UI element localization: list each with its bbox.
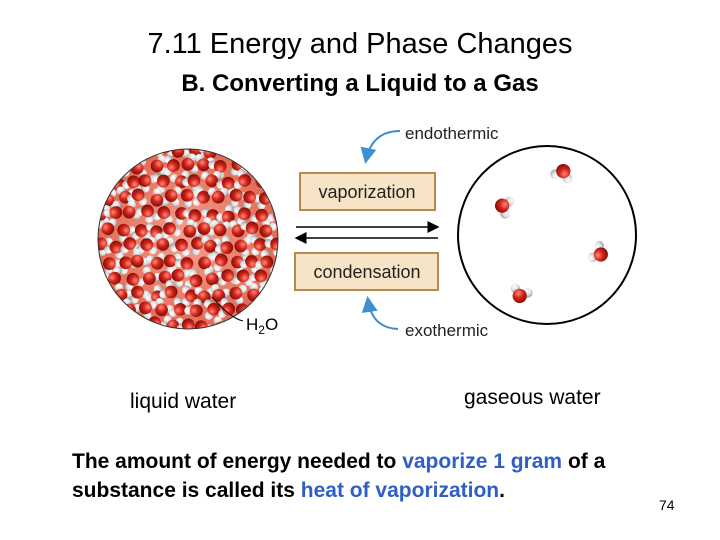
endothermic-label: endothermic <box>405 124 499 143</box>
liquid-molecules <box>98 149 278 329</box>
gaseous-water-circle <box>457 145 637 325</box>
slide-title: 7.11 Energy and Phase Changes <box>147 28 573 60</box>
highlight-heat-of-vaporization: heat of vaporization <box>300 479 500 502</box>
water-molecule <box>104 149 125 159</box>
gaseous-water-caption: gaseous water <box>464 386 601 409</box>
water-molecule <box>216 204 235 224</box>
water-molecule <box>260 155 277 177</box>
vaporization-label: vaporization <box>318 182 415 202</box>
water-molecule <box>118 149 137 163</box>
water-molecule <box>201 171 222 188</box>
water-molecule <box>183 219 202 238</box>
water-molecule <box>124 272 145 291</box>
water-molecule <box>231 149 252 160</box>
water-molecule <box>216 176 235 195</box>
condensation-label: condensation <box>313 262 420 282</box>
heat-of-vaporization-definition: The amount of energy needed to vaporize … <box>72 450 606 502</box>
slide-subtitle: B. Converting a Liquid to a Gas <box>181 70 539 97</box>
water-molecule <box>184 268 203 289</box>
gas-molecules <box>494 163 608 304</box>
water-molecule <box>98 149 112 158</box>
water-molecule <box>275 285 278 299</box>
water-molecule <box>122 200 141 220</box>
water-molecule <box>214 235 234 255</box>
h2o-label: H2O <box>246 315 278 337</box>
curved-arrow-down-icon <box>360 130 401 164</box>
water-molecule <box>259 222 277 243</box>
water-molecule <box>163 315 184 329</box>
water-molecule <box>273 191 278 201</box>
water-molecule <box>210 284 231 302</box>
water-molecule <box>163 155 180 176</box>
water-molecule <box>159 279 178 299</box>
h2o-leader-line <box>211 296 244 322</box>
water-molecule <box>203 299 221 320</box>
water-molecule <box>102 315 120 329</box>
curved-arrow-up-icon <box>361 296 399 330</box>
water-molecule <box>207 187 229 204</box>
water-molecule <box>180 188 200 208</box>
liquid-water-circle <box>97 148 279 330</box>
water-molecule <box>126 188 148 206</box>
water-molecule <box>550 163 573 184</box>
water-molecule <box>271 149 278 157</box>
water-molecule <box>171 268 190 288</box>
page-number: 74 <box>659 497 675 513</box>
exothermic-label: exothermic <box>405 321 489 340</box>
water-molecule <box>184 298 203 318</box>
water-molecule <box>164 186 182 207</box>
water-molecule <box>136 238 157 255</box>
water-molecule <box>192 185 210 206</box>
vaporization-box <box>299 172 436 211</box>
condensation-box <box>294 252 439 291</box>
water-molecule <box>218 297 236 319</box>
water-molecule <box>233 205 251 226</box>
water-molecule <box>116 316 137 329</box>
highlight-vaporize-1-gram: vaporize 1 gram <box>402 450 563 473</box>
water-molecule <box>104 240 124 259</box>
water-molecule <box>154 233 175 251</box>
water-molecule <box>210 251 228 272</box>
water-molecule <box>182 174 201 193</box>
water-molecule <box>264 174 278 195</box>
water-molecule <box>250 208 271 227</box>
water-molecule <box>176 318 197 329</box>
water-molecule <box>255 249 274 270</box>
water-molecule <box>253 149 272 157</box>
water-molecule <box>494 196 515 219</box>
water-molecule <box>103 200 123 219</box>
water-molecule <box>169 297 187 318</box>
water-molecule <box>233 169 252 190</box>
water-molecule <box>152 206 173 224</box>
water-molecule <box>275 155 278 175</box>
water-molecule <box>98 171 106 191</box>
water-molecule <box>146 252 167 270</box>
water-molecule <box>197 217 216 237</box>
water-molecule <box>130 285 150 304</box>
water-molecule <box>130 249 150 268</box>
water-molecule <box>181 153 199 174</box>
water-molecule <box>250 235 267 256</box>
water-molecule <box>587 241 608 263</box>
water-molecule <box>232 269 253 286</box>
water-molecule <box>171 149 190 158</box>
water-molecule <box>98 301 109 318</box>
water-molecule <box>510 283 533 304</box>
water-molecule <box>138 174 157 193</box>
liquid-water-caption: liquid water <box>130 390 237 413</box>
water-molecule <box>201 235 222 253</box>
water-molecule <box>210 219 231 237</box>
water-molecule <box>259 286 278 303</box>
water-molecule <box>169 238 190 256</box>
water-molecule <box>229 284 247 305</box>
water-molecule <box>181 285 198 306</box>
water-molecule <box>274 261 278 270</box>
water-molecule <box>234 236 252 258</box>
water-molecule <box>135 204 154 223</box>
water-molecule <box>101 153 120 173</box>
